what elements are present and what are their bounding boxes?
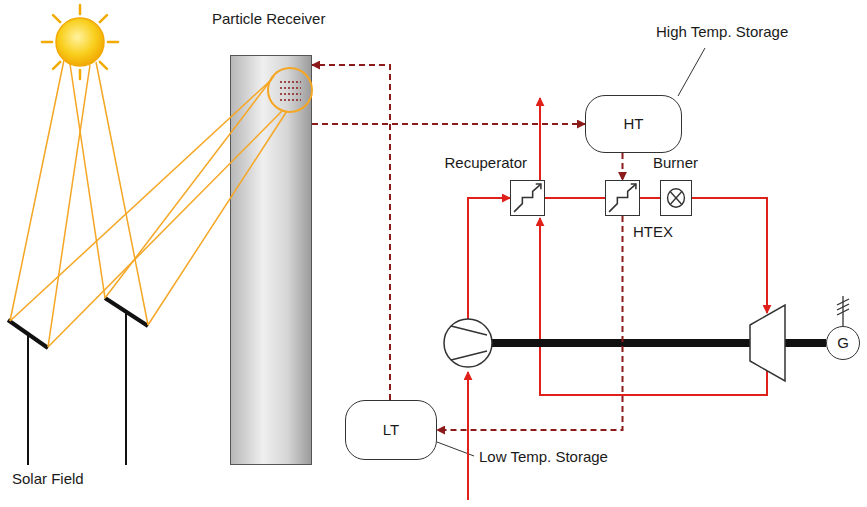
receiver-aperture <box>268 68 312 112</box>
storage-tank: HTHigh Temp. Storage <box>585 95 682 153</box>
air-flow <box>545 197 605 199</box>
particle-flow <box>312 65 390 400</box>
air-flow <box>640 197 660 199</box>
heading-label: Low Temp. Storage <box>479 448 608 466</box>
tank-label: LT <box>383 421 399 439</box>
part-label: Recuperator <box>444 154 527 172</box>
turbine-symbol <box>750 305 785 381</box>
burner-symbol <box>661 181 691 215</box>
area-label: Solar Field <box>12 470 84 488</box>
grid-symbol <box>837 296 849 326</box>
leader-line <box>678 48 705 96</box>
part-label: HTEX <box>633 223 673 241</box>
storage-tank: LTLow Temp. Storage <box>345 400 437 460</box>
exchanger-symbol <box>511 181 544 215</box>
heat-exchanger: HTEX <box>605 180 640 216</box>
heliostat-symbol <box>8 298 148 465</box>
part-label: Burner <box>653 154 698 172</box>
sun-symbol <box>42 5 118 79</box>
heading-label: High Temp. Storage <box>656 23 788 41</box>
sun-ray <box>10 60 287 347</box>
particle-flow <box>437 216 623 430</box>
generator-circle: G <box>826 326 860 360</box>
particle-flow <box>312 123 585 125</box>
heading-label: Particle Receiver <box>212 10 325 28</box>
heat-exchanger: Recuperator <box>510 180 545 216</box>
burner-box: Burner <box>660 180 692 216</box>
tank-label: HT <box>624 115 644 133</box>
particle-flow <box>622 153 624 180</box>
exchanger-symbol <box>606 181 639 215</box>
compressor-symbol <box>444 319 492 367</box>
generator-label: G <box>837 334 849 352</box>
receiver-tower: Particle Receiver <box>230 55 312 465</box>
